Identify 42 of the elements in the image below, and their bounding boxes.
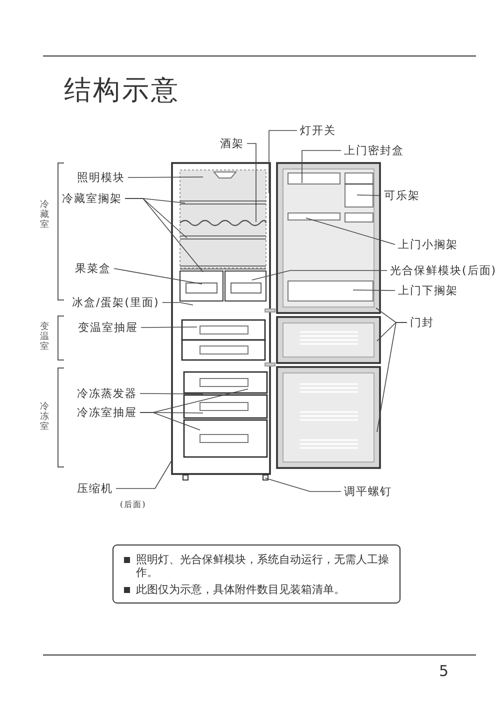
part-label: 上门下搁架 <box>398 284 458 297</box>
part-label: 上门小搁架 <box>398 238 458 251</box>
leader-line <box>356 194 382 196</box>
leader-line <box>302 150 342 184</box>
leader-line <box>140 326 198 328</box>
part-label: 变温室抽屉 <box>78 321 138 334</box>
leader-line <box>376 322 408 432</box>
section-label: 冷藏室 <box>40 200 50 230</box>
leader-line <box>252 270 388 280</box>
section-label: 变温室 <box>40 322 50 352</box>
part-label: 门封 <box>410 316 434 329</box>
leader-line <box>140 393 204 394</box>
leader-line <box>162 302 194 306</box>
part-label: 冷冻室抽屉 <box>77 406 137 419</box>
part-label: 可乐架 <box>384 189 420 202</box>
leader-line <box>268 130 298 194</box>
leader-line <box>124 198 204 272</box>
page-number: 5 <box>439 662 449 680</box>
part-label: 光合保鲜模块(后面) <box>390 264 497 277</box>
part-label: 灯开关 <box>300 124 336 137</box>
part-label: 上门密封盒 <box>344 144 404 157</box>
leader-line <box>140 412 200 430</box>
leader-line <box>352 290 396 291</box>
note-text: 照明灯、光合保鲜模块，系统自动运行，无需人工操作。 <box>136 553 390 579</box>
leader-line <box>114 268 202 284</box>
position-note: (后面) <box>120 499 146 511</box>
page-title: 结构示意 <box>64 74 180 108</box>
part-label: 冷藏室搁架 <box>62 192 122 205</box>
part-label: 照明模块 <box>77 171 125 184</box>
note-text: 此图仅为示意，具体附件数目见装箱清单。 <box>136 583 346 596</box>
leader-line <box>128 176 204 178</box>
part-label: 酒架 <box>220 137 244 150</box>
leader-line <box>306 218 396 245</box>
part-label: 压缩机 <box>77 482 113 495</box>
leader-line <box>116 460 172 489</box>
part-label: 果菜盒 <box>75 262 111 275</box>
part-label: 冰盒/蛋架(里面) <box>72 296 160 309</box>
leader-line <box>264 478 342 492</box>
leader-line <box>246 143 256 222</box>
part-label: 冷冻蒸发器 <box>77 387 137 400</box>
part-label: 调平螺钉 <box>344 485 392 498</box>
section-label: 冷冻室 <box>40 402 50 432</box>
